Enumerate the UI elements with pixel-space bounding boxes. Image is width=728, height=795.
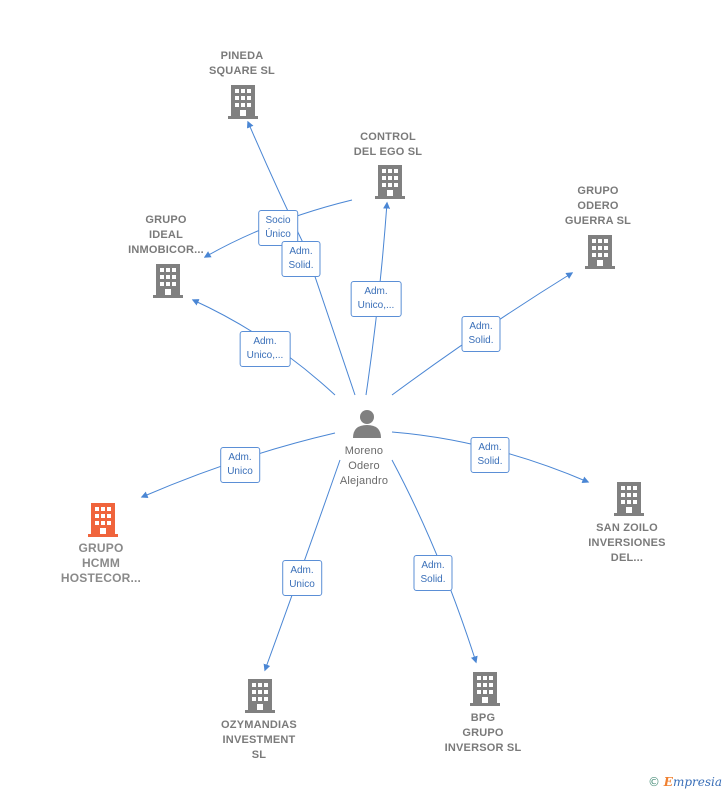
role-badge-adm-unico[interactable]: Adm. Unico,... [239, 331, 291, 367]
role-line: Unico [227, 466, 253, 477]
role-line: Solid. [477, 456, 503, 467]
brand-e-logo: E [663, 775, 673, 789]
node-label-san-zoilo[interactable]: SAN ZOILO INVERSIONES DEL... [588, 521, 665, 566]
role-line: Adm. [253, 336, 277, 347]
building-icon-highlight[interactable] [88, 503, 118, 542]
node-label-grupo-odero[interactable]: GRUPO ODERO GUERRA SL [565, 184, 631, 229]
label-line: GRUPO [145, 214, 187, 226]
role-line: Solid. [468, 335, 494, 346]
label-line: Odero [348, 460, 380, 472]
label-line: HOSTECOR... [60, 571, 142, 585]
role-badge-adm-solid[interactable]: Adm. Solid. [413, 555, 453, 591]
label-line: SAN ZOILO [596, 522, 658, 534]
copyright-brand: © Empresia [648, 775, 722, 789]
role-badge-adm-unico[interactable]: Adm. Unico [220, 447, 260, 483]
building-icon[interactable] [470, 672, 500, 711]
role-line: Adm. [478, 442, 502, 453]
node-label-grupo-hcmm[interactable]: GRUPO HCMM HOSTECOR... [61, 541, 141, 586]
label-line: Moreno [344, 445, 384, 457]
node-label-bpg[interactable]: BPG GRUPO INVERSOR SL [445, 711, 522, 756]
role-badge-adm-unico[interactable]: Adm. Unico [282, 560, 322, 596]
label-line: CONTROL [360, 131, 416, 143]
role-line: Adm. [469, 321, 493, 332]
label-line: SQUARE SL [209, 65, 275, 77]
building-icon[interactable] [585, 235, 615, 274]
node-label-ozymandias[interactable]: OZYMANDIAS INVESTMENT SL [221, 718, 297, 763]
label-line: DEL EGO SL [353, 146, 423, 158]
role-line: Adm. [228, 452, 252, 463]
role-badge-adm-solid[interactable]: Adm. Solid. [461, 316, 501, 352]
label-line: BPG [470, 712, 496, 724]
role-badge-socio-unico[interactable]: Socio Único [258, 210, 298, 246]
label-line: GRUPO [462, 727, 504, 739]
label-line: GUERRA SL [564, 215, 632, 227]
edge-pineda [246, 120, 306, 248]
label-line: INVESTMENT [222, 734, 296, 746]
role-badge-adm-solid[interactable]: Adm. Solid. [470, 437, 510, 473]
role-line: Adm. [421, 560, 445, 571]
brand-text: mpresia [672, 775, 722, 789]
label-line: DEL... [610, 552, 644, 564]
role-line: Unico [289, 579, 315, 590]
role-badge-adm-unico[interactable]: Adm. Unico,... [350, 281, 402, 317]
building-icon[interactable] [375, 165, 405, 204]
role-line: Unico,... [357, 300, 395, 311]
node-label-grupo-ideal[interactable]: GRUPO IDEAL INMOBICOR... [128, 213, 204, 258]
label-line: INMOBICOR... [128, 244, 204, 256]
role-badge-adm-solid[interactable]: Adm. Solid. [281, 241, 321, 277]
label-line: INVERSOR SL [444, 742, 522, 754]
label-line: Alejandro [339, 475, 389, 487]
building-icon[interactable] [245, 679, 275, 718]
label-line: OZYMANDIAS [221, 719, 297, 731]
label-line: PINEDA [220, 50, 264, 62]
role-line: Unico,... [246, 350, 284, 361]
label-line: HCMM [81, 556, 121, 570]
role-line: Adm. [290, 565, 314, 576]
role-line: Socio [265, 215, 291, 226]
label-line: SL [251, 749, 267, 761]
building-icon[interactable] [614, 482, 644, 521]
label-line: IDEAL [148, 229, 183, 241]
building-icon[interactable] [228, 85, 258, 124]
role-line: Adm. [289, 246, 313, 257]
node-label-control[interactable]: CONTROL DEL EGO SL [354, 130, 422, 160]
label-line: ODERO [577, 200, 619, 212]
label-line: GRUPO [577, 185, 619, 197]
role-line: Solid. [288, 260, 314, 271]
copyright-icon: © [647, 775, 660, 789]
role-line: Único [265, 229, 291, 240]
label-line: GRUPO [78, 541, 124, 555]
center-person-label[interactable]: Moreno Odero Alejandro [340, 444, 388, 489]
role-line: Adm. [364, 286, 388, 297]
person-icon[interactable] [352, 408, 382, 443]
building-icon[interactable] [153, 264, 183, 303]
label-line: INVERSIONES [588, 537, 666, 549]
role-line: Solid. [420, 574, 446, 585]
node-label-pineda[interactable]: PINEDA SQUARE SL [209, 49, 275, 79]
